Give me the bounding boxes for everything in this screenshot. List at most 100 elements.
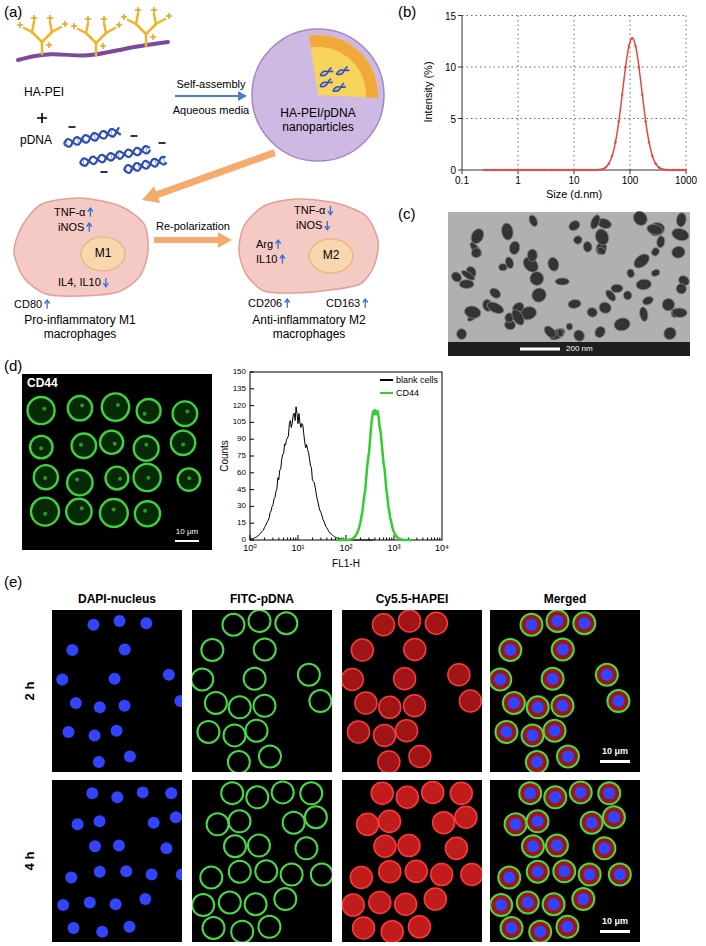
tick bbox=[250, 489, 254, 490]
grid-line bbox=[574, 16, 575, 171]
nucleus-stain bbox=[586, 817, 598, 829]
node-caption: Pro-inflammatory M1 macrophages bbox=[10, 314, 150, 342]
arrow-connector bbox=[175, 91, 247, 101]
hapei-stain bbox=[581, 812, 603, 834]
tick bbox=[312, 538, 313, 541]
dna-strand bbox=[64, 127, 119, 144]
nucleus-stain bbox=[522, 896, 534, 908]
legend-text: blank cells bbox=[396, 375, 438, 385]
pdna-stain bbox=[249, 610, 271, 632]
data-point bbox=[490, 169, 492, 171]
hapei-stain bbox=[450, 782, 472, 804]
pdna-stain bbox=[283, 812, 305, 834]
tick bbox=[389, 538, 390, 541]
nanoparticle-spot bbox=[650, 268, 660, 277]
hapei-stain bbox=[433, 812, 455, 834]
cell-speckle bbox=[43, 476, 47, 480]
nucleus-stain bbox=[614, 869, 626, 881]
nucleus-stain bbox=[578, 617, 590, 629]
data-point bbox=[544, 169, 546, 171]
nanoparticle-spot bbox=[528, 269, 546, 287]
nucleus-stain bbox=[119, 643, 131, 655]
hapei-stain bbox=[596, 664, 618, 686]
data-point bbox=[540, 169, 542, 171]
tick-label: 15 bbox=[445, 10, 456, 21]
hapei-stain bbox=[342, 894, 364, 916]
nucleus-stain bbox=[176, 869, 182, 881]
data-point bbox=[584, 169, 586, 171]
tick bbox=[272, 538, 273, 541]
tick bbox=[379, 538, 380, 541]
pei-branch bbox=[86, 23, 88, 33]
hapei-stain bbox=[543, 893, 565, 915]
cell-nucleus: M1 bbox=[80, 236, 128, 272]
pdna-stain bbox=[544, 786, 566, 808]
cell-nucleus: M2 bbox=[308, 238, 356, 274]
pdna-stain bbox=[207, 813, 229, 835]
node-text: IL10 bbox=[256, 253, 277, 266]
cell-membrane-stain bbox=[102, 393, 129, 420]
tick bbox=[416, 538, 417, 541]
cell-membrane-stain bbox=[34, 465, 58, 489]
pdna-stain bbox=[219, 891, 241, 913]
tick bbox=[374, 538, 375, 541]
data-point bbox=[594, 169, 596, 171]
time-label: 4 h bbox=[23, 852, 37, 871]
cell-membrane-stain bbox=[66, 499, 91, 524]
nanoparticle-spot bbox=[572, 328, 587, 343]
core-wedge bbox=[309, 35, 378, 98]
pdna-stain bbox=[200, 866, 222, 888]
node-text: TNF-α bbox=[294, 204, 325, 217]
pei-branch bbox=[95, 43, 98, 55]
cell-speckle bbox=[79, 443, 83, 447]
nanoparticle-spot bbox=[488, 286, 503, 300]
pei-branch bbox=[104, 23, 106, 33]
pdna-stain bbox=[527, 696, 549, 718]
pdna-stain bbox=[501, 917, 523, 939]
data-point bbox=[661, 168, 663, 170]
tick bbox=[290, 538, 291, 541]
data-point bbox=[648, 141, 650, 143]
tick-label: 10³ bbox=[387, 544, 400, 554]
nanoparticle-spot bbox=[646, 223, 664, 237]
polymer-illustration: HA-PEI bbox=[14, 6, 172, 110]
scale-label: 200 nm bbox=[566, 345, 593, 354]
hapei-stain bbox=[603, 806, 625, 828]
hapei-stain bbox=[408, 916, 430, 938]
nucleus-stain bbox=[113, 840, 125, 852]
pdna-stain bbox=[570, 781, 592, 803]
pdna-stain bbox=[607, 690, 629, 712]
data-point bbox=[624, 66, 626, 68]
micrograph bbox=[52, 780, 182, 942]
hapei-stain bbox=[501, 917, 523, 939]
axis-title: Intensity (%) bbox=[422, 61, 434, 122]
nucleus-stain bbox=[148, 817, 160, 829]
pdna-stain bbox=[546, 835, 568, 857]
nucleus-stain bbox=[532, 815, 544, 827]
pei-branch bbox=[106, 28, 115, 33]
node-text: iNOS bbox=[58, 221, 84, 234]
data-point bbox=[487, 169, 489, 171]
data-point bbox=[574, 169, 576, 171]
cell-speckle bbox=[118, 477, 122, 481]
tick-label: 100 bbox=[622, 175, 639, 186]
pdna-stain bbox=[557, 746, 579, 768]
data-point bbox=[685, 169, 687, 171]
scale-bar bbox=[520, 348, 560, 351]
tick bbox=[458, 118, 462, 119]
nucleus-stain bbox=[118, 700, 130, 712]
pdna-stain bbox=[305, 806, 327, 828]
shell-band bbox=[309, 35, 378, 98]
pei-branch bbox=[50, 22, 52, 32]
micrograph-background bbox=[342, 780, 482, 942]
scale-label: 10 μm bbox=[602, 917, 628, 927]
blank-histogram bbox=[250, 407, 374, 540]
hapei-stain bbox=[461, 864, 482, 886]
nucleus-stain bbox=[575, 786, 587, 798]
hapei-stain bbox=[379, 861, 401, 883]
hapei-stain bbox=[527, 861, 549, 883]
tick bbox=[250, 422, 254, 423]
pdna-stain bbox=[522, 835, 544, 857]
grid-line bbox=[686, 16, 687, 171]
pei-branch bbox=[86, 33, 96, 43]
